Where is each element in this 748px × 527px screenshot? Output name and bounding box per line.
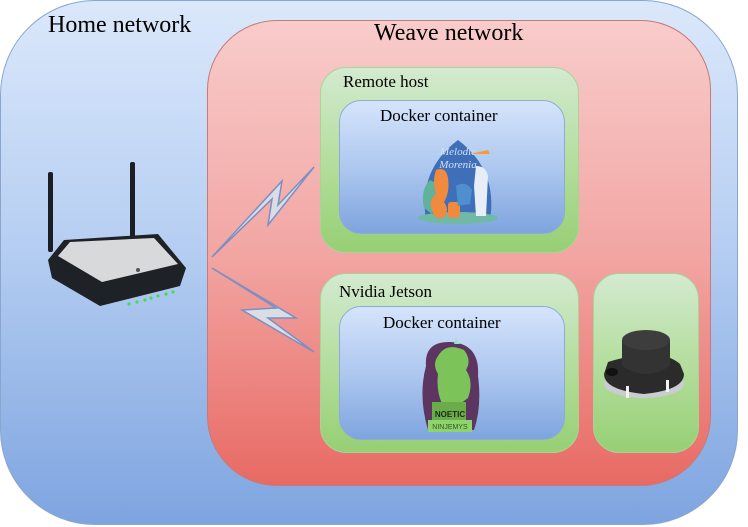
router-leds — [127, 290, 175, 306]
logo-frog — [435, 347, 471, 404]
lidar-post — [626, 386, 629, 398]
logo-figure-right — [474, 166, 488, 216]
logo-sprout — [454, 338, 460, 344]
logo-bass — [430, 169, 449, 219]
logo-figure-center — [456, 183, 472, 206]
weave-network-label: Weave network — [374, 20, 524, 46]
logo-text-line2: Morenia — [438, 159, 477, 171]
home-network-label: Home network — [48, 12, 192, 38]
lidar-motor — [606, 368, 618, 376]
wifi-router-icon — [48, 162, 186, 306]
router-antenna-right — [130, 162, 135, 242]
lidar-sensor-icon — [604, 330, 684, 398]
logo-text-line1: NOETIC — [435, 410, 465, 419]
docker-container-label: Docker container — [380, 106, 498, 125]
logo-text-line1: Melodic — [439, 146, 476, 158]
ros-noetic-ninjemys-logo-icon: NOETIC NINJEMYS — [422, 338, 480, 432]
lightning-bolt-icon — [211, 166, 315, 258]
ros-melodic-morenia-logo-icon: Melodic Morenia — [418, 140, 498, 224]
logo-banner — [428, 420, 472, 432]
logo-drum — [448, 202, 460, 218]
docker-container-label: Docker container — [383, 313, 501, 332]
router-button — [136, 268, 140, 272]
logo-trumpet — [470, 150, 490, 154]
router-antenna-left — [48, 172, 53, 252]
lidar-post — [666, 380, 669, 392]
logo-pedestal — [432, 402, 466, 420]
router-top-panel — [58, 238, 178, 282]
nvidia-jetson-label: Nvidia Jetson — [339, 282, 433, 301]
lightning-bolt-icon — [211, 267, 315, 353]
logo-figure-left — [422, 180, 438, 214]
lidar-head-top — [622, 330, 670, 350]
logo-text-line2: NINJEMYS — [432, 424, 468, 431]
remote-host-label: Remote host — [343, 72, 429, 91]
